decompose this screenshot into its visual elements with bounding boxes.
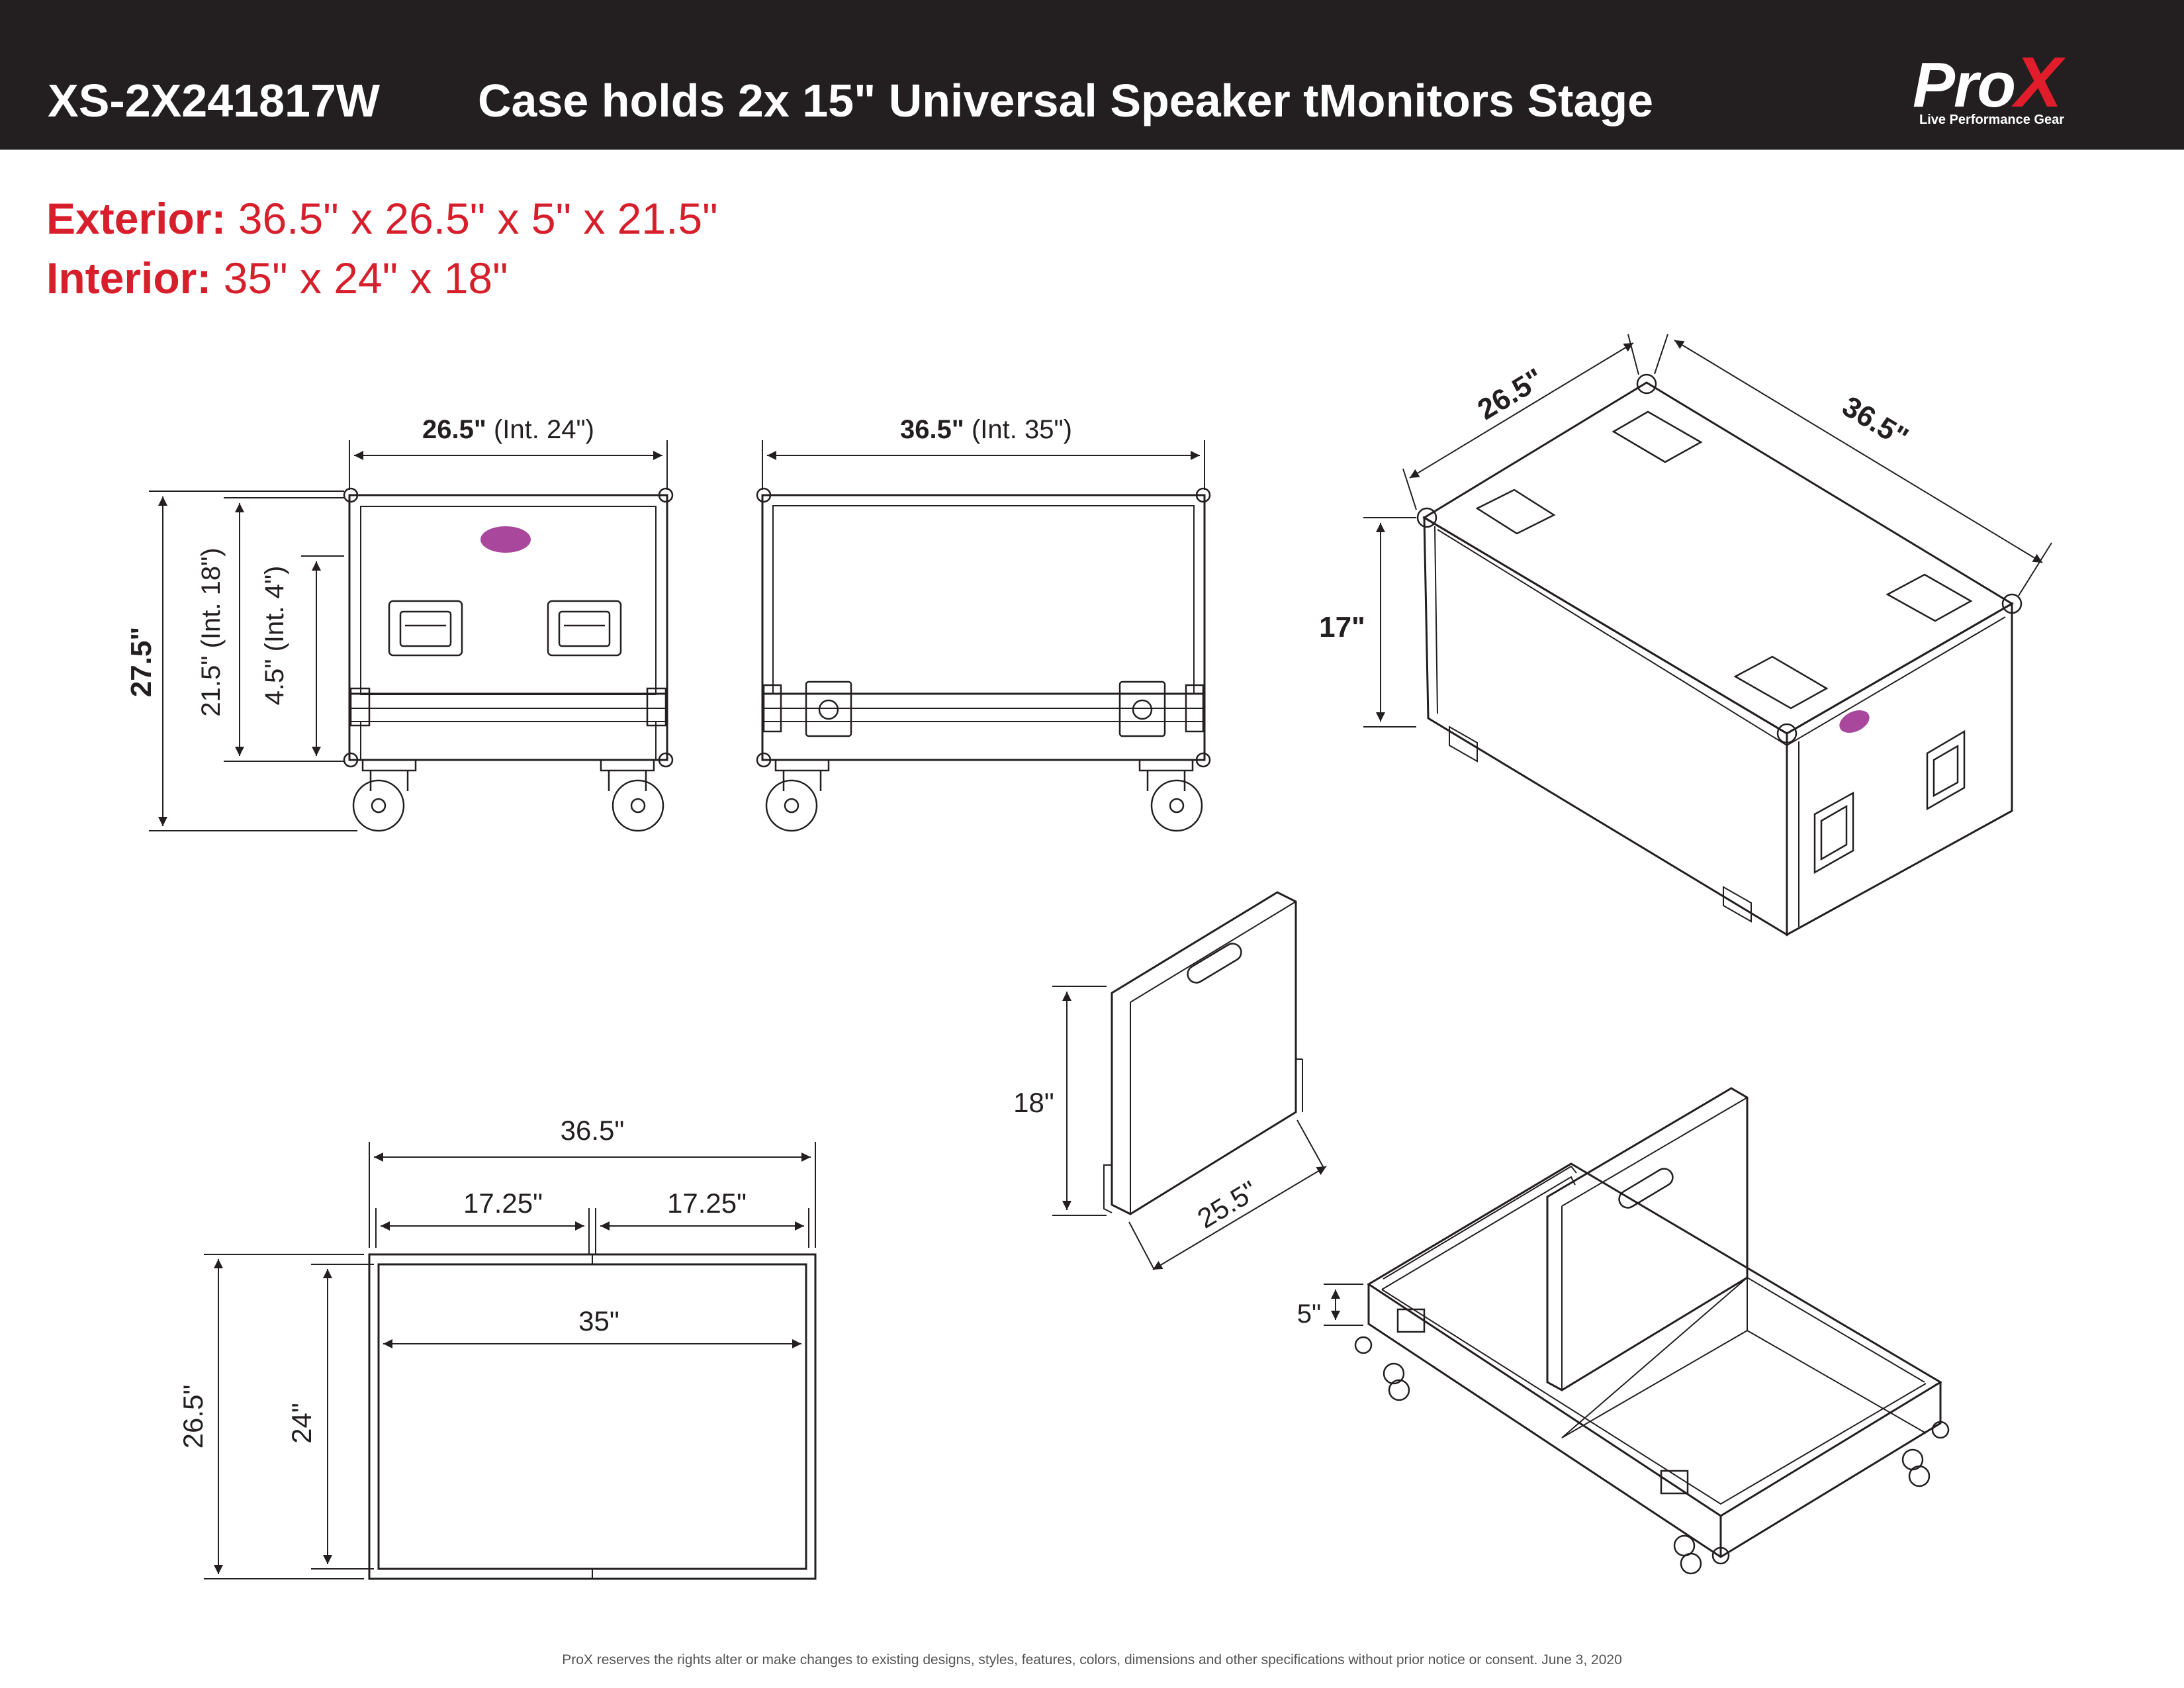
top-inner-length-label: 35" [578, 1305, 619, 1336]
top-inner-depth-label: 24" [286, 1403, 317, 1444]
exterior-label: Exterior: [46, 194, 226, 243]
front-width-bold: 26.5" [422, 415, 486, 444]
front-body-height-label: 21.5" (Int. 18") [197, 547, 226, 716]
divider-height-label: 18" [1013, 1087, 1054, 1118]
front-handle-right [547, 600, 622, 657]
tray-divider-handle [1618, 1168, 1674, 1209]
tray-dimensions [1324, 1284, 1363, 1326]
side-width-label: 36.5" (Int. 35") [900, 415, 1072, 444]
interior-label: Interior: [46, 254, 212, 303]
iso-right-handle-2 [1926, 729, 1966, 811]
front-caster-right [600, 759, 664, 832]
front-lid-height-label: 4.5" (Int. 4") [260, 566, 289, 706]
top-outer-length-label: 36.5" [561, 1115, 625, 1146]
iso-view [1416, 373, 2023, 937]
tray-casters [1383, 1362, 1931, 1575]
logo-x-letter: X [2015, 42, 2062, 122]
tray-side-handle-1 [1396, 1308, 1426, 1333]
iso-top-handle-1 [1475, 489, 1556, 535]
exterior-value: 36.5" x 26.5" x 5" x 21.5" [226, 194, 718, 243]
open-tray [1354, 1087, 1950, 1575]
tray-side-handle-2 [1660, 1470, 1689, 1495]
front-width-label: 26.5" (Int. 24") [422, 415, 594, 444]
iso-logo-badge [1839, 710, 1870, 733]
iso-corner-fittings [1416, 373, 2023, 744]
divider-panel [1103, 891, 1303, 1215]
iso-front-bracket-1 [1449, 726, 1478, 763]
side-latch-right [1118, 680, 1166, 737]
top-half-left-label: 17.25" [463, 1188, 543, 1219]
interior-spec: Interior: 35" x 24" x 18" [46, 253, 508, 303]
iso-height-label: 17" [1319, 611, 1365, 643]
side-corner-fittings [756, 487, 1211, 768]
front-width-rest: (Int. 24") [486, 415, 594, 444]
model-number: XS-2X241817W [48, 75, 380, 126]
tray-height-label: 5" [1297, 1299, 1321, 1329]
front-view [343, 487, 674, 832]
front-corner-fittings [343, 487, 674, 768]
top-half-right-label: 17.25" [667, 1188, 747, 1219]
footer-disclaimer: ProX reserves the rights alter or make c… [562, 1652, 1622, 1667]
divider-dimensions [1052, 986, 1327, 1270]
iso-length-label: 36.5" [1837, 390, 1914, 454]
front-dimensions [149, 440, 668, 831]
side-caster-right [1138, 759, 1203, 832]
top-dimensions [204, 1142, 816, 1579]
tray-divider [1546, 1087, 1749, 1391]
side-latch-left [805, 680, 852, 737]
front-handle-left [388, 600, 463, 657]
logo-wordmark: ProX [1913, 42, 2062, 122]
front-logo-badge [480, 526, 531, 553]
top-view [368, 1253, 817, 1580]
front-caster-left [352, 759, 417, 832]
product-title: Case holds 2x 15" Universal Speaker tMon… [478, 75, 1654, 126]
divider-handle-slot [1187, 943, 1242, 984]
side-width-rest: (Int. 35") [964, 415, 1072, 444]
iso-right-handle-1 [1813, 791, 1854, 874]
interior-value: 35" x 24" x 18" [211, 254, 508, 303]
iso-front-bracket-2 [1723, 886, 1752, 923]
tray-corner-fittings [1354, 1336, 1950, 1565]
side-width-bold: 36.5" [900, 415, 964, 444]
logo-tagline: Live Performance Gear [1919, 113, 2064, 127]
front-total-height-label: 27.5" [125, 627, 158, 698]
iso-dimensions [1363, 334, 2052, 727]
side-view [756, 487, 1211, 832]
iso-top-handle-3 [1886, 573, 1973, 622]
prox-logo: ProX Live Performance Gear [1906, 42, 2131, 128]
side-dimensions [762, 440, 1205, 490]
top-outer-depth-label: 26.5" [177, 1385, 208, 1449]
iso-top-handle-4 [1733, 655, 1829, 710]
iso-top-handle-2 [1612, 410, 1703, 463]
header-bar: XS-2X241817W Case holds 2x 15" Universal… [0, 0, 2184, 150]
side-caster-left [765, 759, 830, 832]
exterior-spec: Exterior: 36.5" x 26.5" x 5" x 21.5" [46, 193, 718, 244]
